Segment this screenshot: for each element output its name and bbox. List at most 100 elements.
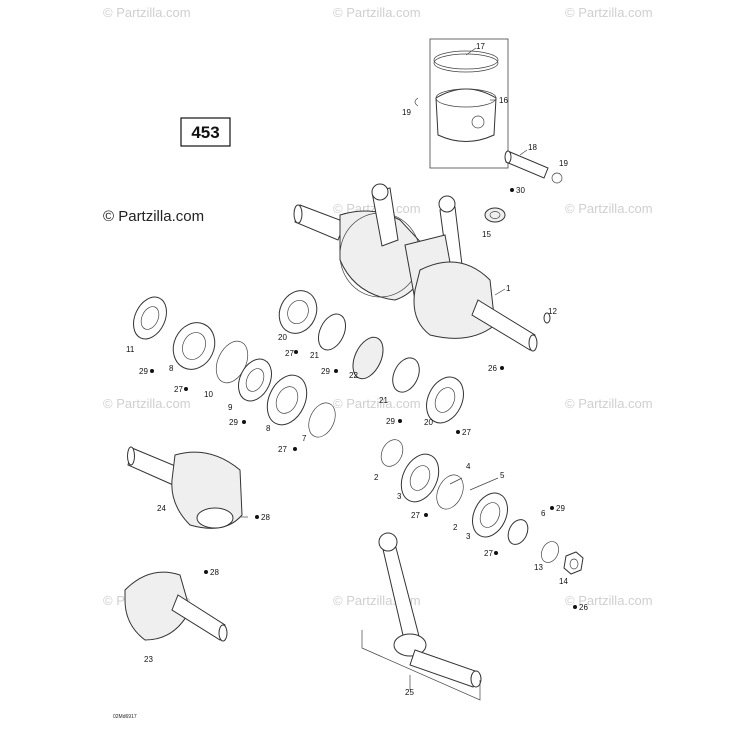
crank-pin-bore (196, 507, 234, 529)
leader-lines (240, 47, 528, 518)
crank-half-stub (171, 594, 226, 641)
piston-ring (433, 50, 499, 70)
crankshaft-stub (471, 299, 536, 351)
part-label: 23 (144, 655, 153, 664)
part-label: 9 (228, 403, 233, 412)
part-label: 10 (204, 390, 213, 399)
part-label: 19 (402, 108, 411, 117)
rod-big-end (393, 633, 427, 657)
part-label: 28 (210, 568, 219, 577)
part-label: 7 (302, 434, 307, 443)
crank-half-end (127, 446, 135, 466)
ball-bearing-bore (409, 465, 431, 491)
drop-icon (334, 369, 338, 373)
drive-gear (352, 336, 384, 380)
part-label: 29 (139, 367, 148, 376)
ball-bearing (472, 492, 508, 538)
drop-icon (510, 188, 514, 192)
oil-seal (238, 358, 272, 402)
ball-bearing (426, 376, 464, 424)
part-label: 21 (379, 396, 388, 405)
piston-crown (435, 88, 497, 108)
part-label: 26 (488, 364, 497, 373)
drop-icon (184, 387, 188, 391)
part-label: 14 (559, 577, 568, 586)
rod-small-end (378, 532, 398, 552)
part-label: 29 (321, 367, 330, 376)
part-label: 13 (534, 563, 543, 572)
piston-assembly (414, 38, 509, 169)
oil-seal (133, 296, 167, 340)
part-label: 2 (374, 473, 379, 482)
oil-seal (317, 313, 347, 351)
part-label: 25 (405, 688, 414, 697)
part-label: 28 (261, 513, 270, 522)
piston-pin-hole (471, 115, 485, 129)
circlip (414, 97, 419, 107)
needle-bearing (484, 207, 506, 223)
drop-icon (456, 430, 460, 434)
part-label: 27 (174, 385, 183, 394)
part-label: 29 (556, 504, 565, 513)
part-label: 22 (349, 371, 358, 380)
part-label: 17 (476, 42, 485, 51)
part-label: 27 (462, 428, 471, 437)
drop-icon (293, 447, 297, 451)
oil-seal-bore (245, 368, 265, 392)
part-label: 29 (229, 418, 238, 427)
part-label: 19 (559, 159, 568, 168)
part-label: 8 (266, 424, 271, 433)
rod-small-end (438, 195, 456, 213)
washer (541, 541, 559, 563)
ball-bearing-bore (434, 387, 456, 413)
part-label: 6 (541, 509, 546, 518)
piston (435, 88, 497, 142)
oil-seal-bore (140, 306, 160, 330)
spacer-ring (436, 474, 464, 510)
part-label: 24 (157, 504, 166, 513)
watermark-main: © Partzilla.com (103, 208, 204, 225)
part-label: 29 (386, 417, 395, 426)
drop-icon (242, 420, 246, 424)
ball-bearing-bore (275, 386, 299, 414)
drop-icon (398, 419, 402, 423)
watermark: © Partzilla.com (333, 396, 421, 411)
watermark: © Partzilla.com (333, 5, 421, 20)
page-number: 453 (191, 123, 219, 142)
ball-bearing (278, 290, 318, 334)
part-label: 20 (424, 418, 433, 427)
part-label: 4 (466, 462, 471, 471)
part-label: 12 (548, 307, 557, 316)
part-label: 11 (126, 345, 135, 354)
crank-pin-end (470, 670, 482, 688)
watermark: © Partzilla.com (103, 396, 191, 411)
assembly-bracket (361, 630, 481, 701)
drop-icon (255, 515, 259, 519)
ball-bearing (172, 322, 216, 370)
woodruff-key (543, 312, 551, 324)
part-label: 30 (516, 186, 525, 195)
crank-half (124, 571, 191, 641)
drop-icon (424, 513, 428, 517)
ball-bearing-bore (182, 332, 206, 360)
drop-icon (573, 605, 577, 609)
drop-icon (204, 570, 208, 574)
piston-ring (433, 53, 499, 73)
spacer-ring (380, 439, 404, 467)
part-label: 27 (278, 445, 287, 454)
part-label: 20 (278, 333, 287, 342)
part-label: 15 (482, 230, 491, 239)
part-label: 18 (528, 143, 537, 152)
ball-bearing (266, 374, 308, 426)
watermark: © Partzilla.com (565, 396, 653, 411)
drop-icon (550, 506, 554, 510)
spacer-ring (308, 402, 336, 438)
part-label: 8 (169, 364, 174, 373)
crank-pin (409, 649, 479, 688)
rod-small-end (371, 183, 389, 201)
piston-pin (505, 151, 549, 179)
drawing-code: 02Md6917 (113, 714, 137, 720)
part-label: 3 (397, 492, 402, 501)
nut-bore (569, 558, 579, 570)
